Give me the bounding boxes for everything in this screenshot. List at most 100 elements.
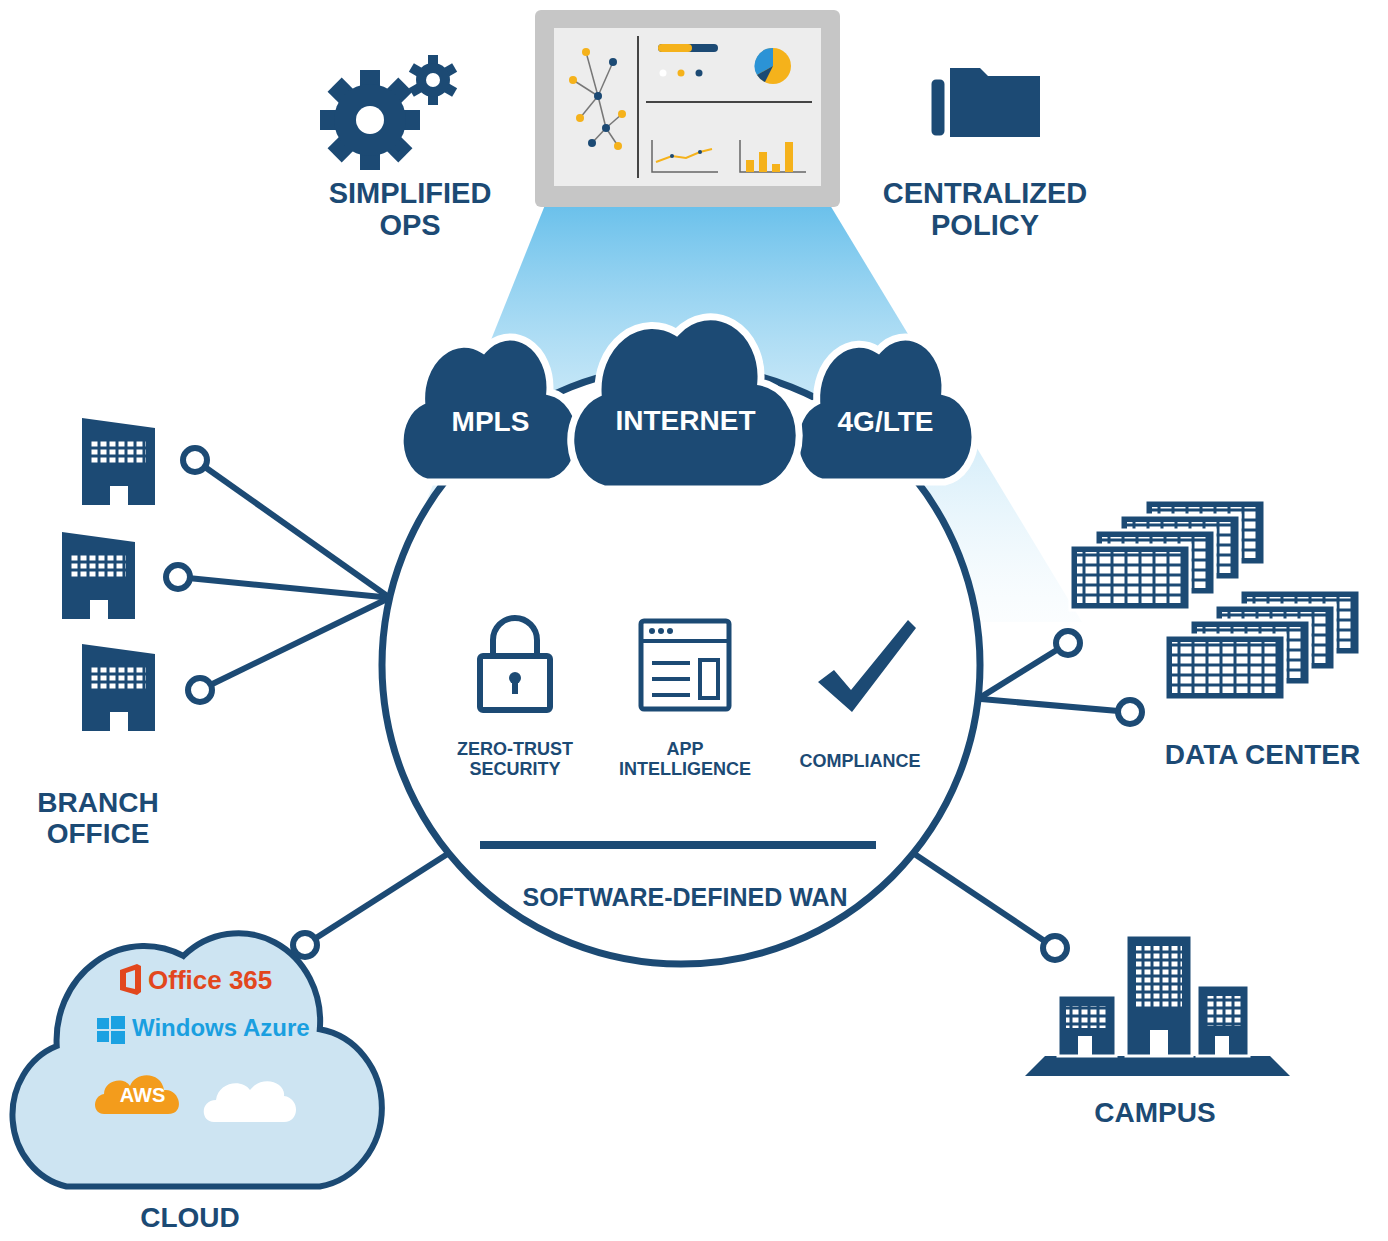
gear-icon bbox=[320, 55, 457, 170]
campus-buildings bbox=[1126, 935, 1192, 1056]
dashboard-monitor bbox=[757, 66, 773, 82]
node-text: INTERNET bbox=[568, 406, 803, 437]
branch-buildings bbox=[62, 418, 155, 731]
campus-buildings bbox=[1136, 946, 1182, 1008]
node-text: COMPLIANCE bbox=[780, 752, 940, 772]
dashboard-monitor bbox=[535, 10, 840, 207]
node-text: ZERO-TRUST SECURITY bbox=[440, 740, 590, 780]
dashboard-monitor bbox=[670, 154, 674, 158]
dashboard-monitor bbox=[594, 92, 602, 100]
dashboard-monitor bbox=[658, 44, 692, 52]
node-text: BRANCH OFFICE bbox=[18, 788, 178, 850]
dashboard-monitor bbox=[759, 152, 767, 172]
connector-line bbox=[305, 853, 449, 945]
connector-line bbox=[178, 577, 390, 598]
connector-line bbox=[978, 699, 1130, 712]
connector-line bbox=[195, 460, 390, 598]
cloud-outline bbox=[571, 317, 799, 489]
node-text: AWS bbox=[100, 1084, 185, 1106]
gear-icon bbox=[426, 73, 440, 87]
dashboard-monitor bbox=[582, 48, 590, 56]
dashboard-monitor bbox=[614, 142, 622, 150]
cloud-services: Office 365Windows AzureAWSCLOUD bbox=[8, 935, 393, 1238]
campus-buildings bbox=[1197, 985, 1249, 1056]
dashboard-monitor bbox=[740, 140, 806, 172]
node-text: 4G/LTE bbox=[793, 407, 978, 438]
connector-line bbox=[913, 853, 1055, 948]
dashboard-monitor bbox=[569, 76, 577, 84]
feature-label: CENTRALIZED POLICY bbox=[860, 178, 1110, 242]
node-text: CAMPUS bbox=[1040, 1098, 1270, 1129]
campus-buildings bbox=[1205, 996, 1241, 1026]
dashboard-monitor bbox=[598, 62, 613, 96]
feature-label: SIMPLIFIED OPS bbox=[295, 178, 525, 242]
folder-icon bbox=[950, 68, 1040, 137]
connector-terminal bbox=[166, 565, 190, 589]
dashboard-monitor bbox=[609, 58, 617, 66]
server-racks bbox=[1070, 500, 1360, 700]
connector-line bbox=[978, 643, 1068, 699]
dashboard-monitor bbox=[535, 10, 840, 207]
campus-buildings bbox=[1078, 1036, 1092, 1056]
dashboard-monitor bbox=[746, 160, 754, 172]
dashboard-monitor bbox=[598, 96, 606, 128]
dashboard-monitor bbox=[602, 124, 610, 132]
dashboard-monitor bbox=[618, 110, 626, 118]
connector-terminal bbox=[188, 678, 212, 702]
campus-buildings bbox=[1150, 1030, 1168, 1056]
gear-icon bbox=[409, 55, 457, 105]
branch-buildings bbox=[62, 532, 135, 619]
dashboard-monitor bbox=[652, 140, 718, 172]
campus-buildings bbox=[1025, 1056, 1290, 1076]
branch-buildings bbox=[82, 418, 155, 505]
dashboard-monitor bbox=[660, 70, 667, 77]
dashboard-monitor bbox=[637, 36, 639, 178]
node-text: SOFTWARE-DEFINED WAN bbox=[470, 884, 900, 912]
gear-icon bbox=[320, 70, 420, 170]
dashboard-monitor bbox=[576, 114, 584, 122]
server-racks bbox=[1070, 545, 1190, 610]
campus-buildings bbox=[1066, 1006, 1106, 1028]
node-icons bbox=[480, 618, 916, 849]
network-cloud: MPLS bbox=[398, 338, 583, 488]
dashboard-monitor bbox=[646, 101, 812, 103]
connector-line bbox=[200, 598, 390, 690]
connector-terminal bbox=[183, 448, 207, 472]
cloud-outline bbox=[12, 933, 381, 1186]
dashboard-monitor bbox=[772, 164, 780, 172]
node-text: MPLS bbox=[398, 407, 583, 438]
data-center: DATA CENTER bbox=[1060, 495, 1382, 790]
network-cloud: 4G/LTE bbox=[793, 338, 978, 488]
dashboard-monitor bbox=[698, 150, 702, 154]
folder-icon bbox=[930, 78, 946, 137]
branch-office: BRANCH OFFICE bbox=[15, 410, 215, 855]
gear-icon bbox=[334, 84, 406, 156]
node-text: Windows Azure bbox=[132, 1015, 327, 1041]
connector-terminal bbox=[1043, 936, 1067, 960]
server-racks bbox=[1165, 635, 1285, 700]
dashboard-monitor bbox=[656, 149, 712, 162]
dashboard-monitor bbox=[554, 28, 821, 186]
node-text: DATA CENTER bbox=[1150, 740, 1375, 771]
campus-buildings bbox=[1215, 1036, 1229, 1056]
dashboard-monitor bbox=[588, 139, 596, 147]
connector-terminal bbox=[1118, 700, 1142, 724]
campus-buildings bbox=[1025, 935, 1290, 1076]
branch-buildings bbox=[82, 644, 155, 731]
sdwan-circle-outline bbox=[382, 366, 980, 964]
folder-icon bbox=[930, 68, 1040, 137]
connector-terminal bbox=[1056, 631, 1080, 655]
dashboard-monitor bbox=[573, 52, 622, 146]
campus-buildings bbox=[1058, 995, 1116, 1056]
dashboard-monitor bbox=[658, 44, 718, 52]
node-text: APP INTELLIGENCE bbox=[600, 740, 770, 780]
campus: CAMPUS bbox=[1020, 930, 1295, 1135]
dashboard-monitor bbox=[580, 96, 598, 118]
network-cloud: INTERNET bbox=[568, 318, 803, 496]
dashboard-monitor bbox=[696, 70, 703, 77]
dashboard-monitor bbox=[678, 70, 685, 77]
dashboard-monitor bbox=[755, 48, 791, 84]
dashboard-monitor bbox=[573, 80, 598, 96]
gear-icon bbox=[356, 106, 384, 134]
